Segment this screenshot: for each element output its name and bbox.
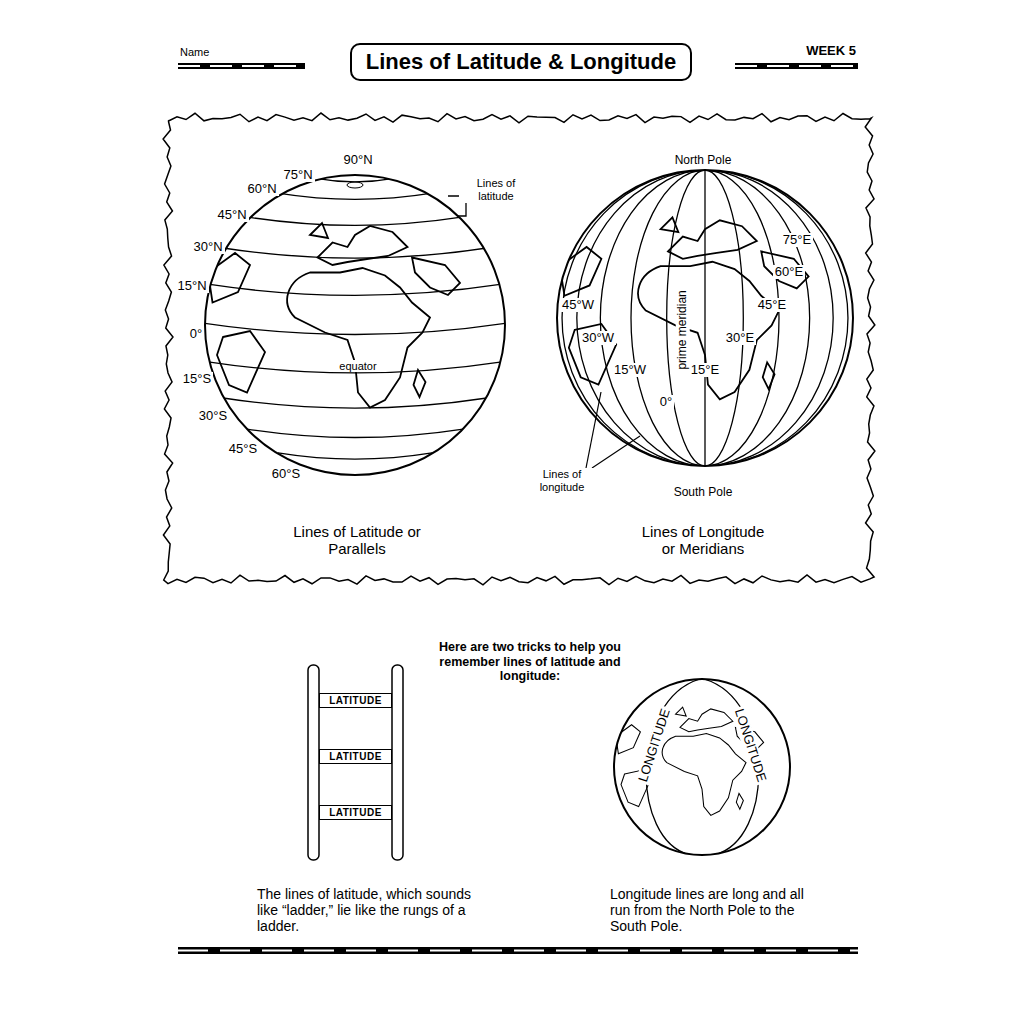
header-bar [178,65,305,67]
label: 45°N [215,208,248,223]
label: Lines of longitude [525,468,599,493]
label: Longitude lines are long and all run fro… [608,886,827,934]
label: 15°W [612,363,648,378]
label: equator [337,360,378,373]
label: 60°N [245,182,278,197]
torn-paper-frame [163,113,875,585]
label: LONGITUDE [636,705,675,786]
label: 30°W [580,331,616,346]
ladder-rung: LATITUDE [319,693,392,708]
label: 30°S [197,409,229,424]
rung-text: LATITUDE [329,807,382,818]
label: Here are two tricks to help you remember… [428,640,632,683]
label: 45°W [560,298,596,313]
label: 0° [658,395,674,410]
footer-bar [178,947,858,954]
label: 45°E [756,298,788,313]
label: 15°S [181,372,213,387]
globe-outline [557,170,853,466]
label: 30°E [724,331,756,346]
footer-bar [178,950,858,952]
label: prime meridian [676,288,690,371]
ladder-rail [308,665,319,860]
label: North Pole [673,154,734,168]
header-bar [735,63,858,69]
label: 30°N [191,240,224,255]
label: 15°N [175,279,208,294]
label: WEEK 5 [804,44,858,59]
header-bar [178,63,305,69]
globe-outline [614,679,790,855]
label: 15°E [689,363,721,378]
label: 75°E [781,233,813,248]
label: 90°N [341,153,374,168]
leader-line [592,436,640,468]
title: Lines of Latitude & Longitude [350,43,692,81]
label: 60°E [773,265,805,280]
globe-outline [205,175,505,475]
ladder-rung: LATITUDE [319,749,392,764]
label: The lines of latitude, which sounds like… [255,886,489,934]
label: Name [178,46,211,59]
label: 45°S [227,442,259,457]
label: LONGITUDE [731,705,770,786]
label: Lines of Latitude or Parallels [288,523,427,558]
rung-text: LATITUDE [329,751,382,762]
ladder-rung: LATITUDE [319,805,392,820]
longitude-globe [560,170,848,466]
label: Lines of Longitude or Meridians [634,523,773,558]
label: 0° [188,327,204,342]
leader-line [586,392,601,468]
rung-text: LATITUDE [329,695,382,706]
label: 60°S [270,467,302,482]
ladder-rail [392,665,403,860]
header-bar [735,65,858,67]
label: 75°N [281,168,314,183]
label: Lines of latitude [459,177,533,202]
label: South Pole [672,486,735,500]
